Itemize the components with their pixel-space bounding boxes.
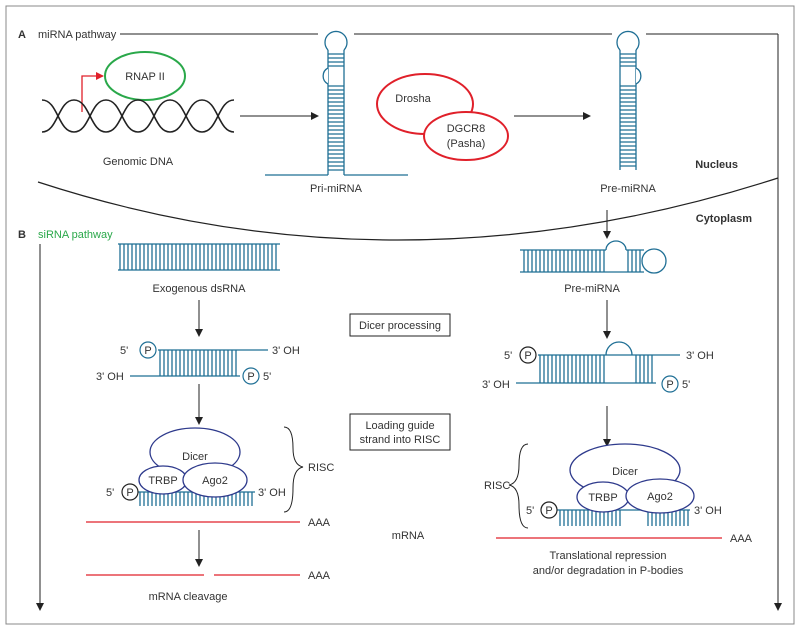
phosphate-icon xyxy=(139,341,157,359)
risc-label: RISC xyxy=(308,462,334,474)
drosha-label: Drosha xyxy=(395,93,431,105)
loading-guide-line2: strand into RISC xyxy=(360,434,441,446)
five-prime-label: 5' xyxy=(120,345,128,357)
rnap-ii-label: RNAP II xyxy=(125,71,165,83)
pasha-label: (Pasha) xyxy=(447,138,486,150)
mrna-cleavage-label: mRNA cleavage xyxy=(149,591,228,603)
five-prime-label: 5' xyxy=(504,350,512,362)
poly-a-label: AAA xyxy=(730,533,753,545)
repression-label-line2: and/or degradation in P-bodies xyxy=(533,565,684,577)
cytoplasm-label: Cytoplasm xyxy=(696,213,752,225)
ago2-label: Ago2 xyxy=(647,491,673,503)
panel-label-b: B xyxy=(18,229,26,241)
phosphate-label: P xyxy=(524,350,531,362)
ago2-protein xyxy=(625,478,695,514)
phosphate-label: P xyxy=(247,371,254,383)
rnap-ii-enzyme xyxy=(104,51,186,101)
risc-complex-right: Dicer TRBP Ago2 P 5' 3' OH RISC xyxy=(484,443,722,529)
dgcr8-enzyme xyxy=(423,111,509,161)
loading-guide-box xyxy=(349,413,451,451)
pri-mirna-hairpin xyxy=(265,30,408,176)
dicer-processing-box xyxy=(349,313,451,337)
phosphate-icon xyxy=(519,346,537,364)
sirna-duplex: P 5' 3' OH 3' OH P 5' xyxy=(96,341,300,385)
pre-mirna-hairpin-nucleus xyxy=(616,30,642,170)
dgcr8-label: DGCR8 xyxy=(447,123,486,135)
phosphate-icon xyxy=(242,367,260,385)
dicer-label: Dicer xyxy=(182,451,208,463)
dicer-label: Dicer xyxy=(612,466,638,478)
trbp-label: TRBP xyxy=(588,492,617,504)
five-prime-label: 5' xyxy=(526,505,534,517)
trbp-label: TRBP xyxy=(148,475,177,487)
phosphate-label: P xyxy=(545,505,552,517)
mirna-duplex: P 5' 3' OH 3' OH P 5' xyxy=(482,341,714,393)
genomic-dna-helix xyxy=(41,99,235,133)
phosphate-label: P xyxy=(666,379,673,391)
mrna-label: mRNA xyxy=(392,530,425,542)
exogenous-dsrna xyxy=(118,243,280,271)
three-prime-label: 3' OH xyxy=(272,345,300,357)
five-prime-label: 5' xyxy=(106,487,114,499)
repression-label-line1: Translational repression xyxy=(550,550,667,562)
mirna-pathway-line xyxy=(120,33,782,611)
pre-mirna-nucleus-label: Pre-miRNA xyxy=(600,183,656,195)
panel-label-a: A xyxy=(18,29,26,41)
pre-mirna-cytoplasm-label: Pre-miRNA xyxy=(564,283,620,295)
mirna-pathway-label: miRNA pathway xyxy=(38,29,117,41)
poly-a-label: AAA xyxy=(308,570,331,582)
transcription-start-arrow xyxy=(81,72,104,112)
risc-label: RISC xyxy=(484,480,510,492)
three-prime-label: 3' OH xyxy=(96,371,124,383)
three-prime-label: 3' OH xyxy=(482,379,510,391)
phosphate-icon xyxy=(661,375,679,393)
sirna-pathway-label: siRNA pathway xyxy=(38,229,113,241)
ago2-label: Ago2 xyxy=(202,475,228,487)
three-prime-label: 3' OH xyxy=(258,487,286,499)
exogenous-dsrna-label: Exogenous dsRNA xyxy=(153,283,247,295)
pri-mirna-label: Pri-miRNA xyxy=(310,183,363,195)
nuclear-envelope xyxy=(37,177,779,241)
figure-frame xyxy=(5,5,795,625)
poly-a-label: AAA xyxy=(308,517,331,529)
three-prime-label: 3' OH xyxy=(686,350,714,362)
dicer-processing-label: Dicer processing xyxy=(359,320,441,332)
phosphate-icon xyxy=(540,501,558,519)
five-prime-label: 5' xyxy=(682,379,690,391)
risc-complex-left: Dicer TRBP Ago2 P 5' 3' OH RISC xyxy=(106,426,334,513)
pre-mirna-cytoplasm xyxy=(520,240,667,274)
genomic-dna-label: Genomic DNA xyxy=(103,156,174,168)
phosphate-label: P xyxy=(144,345,151,357)
phosphate-label: P xyxy=(126,487,133,499)
five-prime-label: 5' xyxy=(263,371,271,383)
phosphate-icon xyxy=(121,483,139,501)
risc-bracket xyxy=(283,426,304,513)
three-prime-label: 3' OH xyxy=(694,505,722,517)
ago2-protein xyxy=(182,462,248,498)
risc-bracket xyxy=(508,443,529,529)
nucleus-label: Nucleus xyxy=(695,159,738,171)
loading-guide-line1: Loading guide xyxy=(365,420,434,432)
